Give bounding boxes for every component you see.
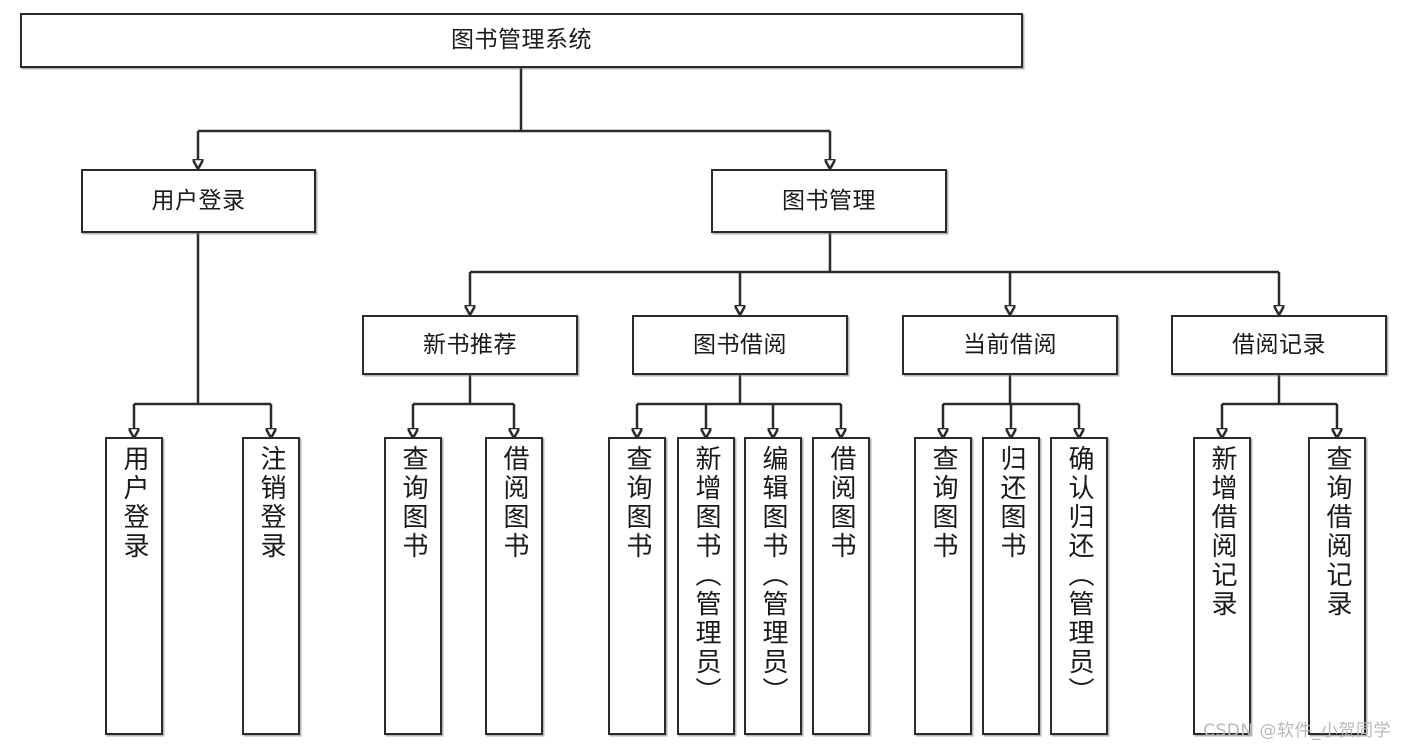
- leaf-new-book-recommend-1[interactable]: 借阅图书: [485, 437, 543, 735]
- node-root-book-management-system[interactable]: 图书管理系统: [20, 13, 1023, 68]
- node-borrow-record[interactable]: 借阅记录: [1171, 315, 1387, 375]
- node-label: 借阅图书: [826, 445, 856, 561]
- leaf-user-login-1[interactable]: 注销登录: [242, 437, 300, 735]
- node-label: 借阅记录: [1232, 331, 1326, 358]
- node-label: 借阅图书: [499, 445, 529, 561]
- node-current-borrow[interactable]: 当前借阅: [902, 315, 1118, 375]
- node-label: 当前借阅: [963, 331, 1057, 358]
- node-label: 查询图书: [398, 445, 428, 561]
- leaf-book-borrow-1[interactable]: 新增图书（管理员）: [677, 437, 735, 735]
- node-label: 注销登录: [256, 445, 286, 561]
- leaf-book-borrow-3[interactable]: 借阅图书: [812, 437, 870, 735]
- node-label: 查询图书: [622, 445, 652, 561]
- node-label: 确认归还（管理员）: [1064, 445, 1094, 706]
- node-label: 新增借阅记录: [1207, 445, 1237, 619]
- node-label: 图书借阅: [693, 331, 787, 358]
- leaf-user-login-0[interactable]: 用户登录: [105, 437, 163, 735]
- node-new-book-recommend[interactable]: 新书推荐: [362, 315, 578, 375]
- leaf-current-borrow-1[interactable]: 归还图书: [982, 437, 1040, 735]
- node-label: 归还图书: [996, 445, 1026, 561]
- leaf-borrow-record-0[interactable]: 新增借阅记录: [1193, 437, 1251, 735]
- leaf-borrow-record-1[interactable]: 查询借阅记录: [1308, 437, 1366, 735]
- leaf-current-borrow-0[interactable]: 查询图书: [914, 437, 972, 735]
- leaf-new-book-recommend-0[interactable]: 查询图书: [384, 437, 442, 735]
- node-label: 新增图书（管理员）: [691, 445, 721, 706]
- node-label: 用户登录: [151, 187, 246, 214]
- node-label: 图书管理系统: [451, 27, 592, 53]
- node-label: 编辑图书（管理员）: [758, 445, 788, 706]
- node-label: 图书管理: [782, 187, 876, 214]
- node-label: 新书推荐: [423, 331, 517, 358]
- node-user-login[interactable]: 用户登录: [81, 169, 316, 233]
- leaf-book-borrow-0[interactable]: 查询图书: [608, 437, 666, 735]
- leaf-current-borrow-2[interactable]: 确认归还（管理员）: [1050, 437, 1108, 735]
- node-book-borrow[interactable]: 图书借阅: [632, 315, 848, 375]
- node-label: 用户登录: [119, 445, 149, 561]
- leaf-book-borrow-2[interactable]: 编辑图书（管理员）: [744, 437, 802, 735]
- node-label: 查询借阅记录: [1322, 445, 1352, 619]
- watermark: CSDN @软件_小贺同学: [1203, 721, 1391, 741]
- node-label: 查询图书: [928, 445, 958, 561]
- node-book-management[interactable]: 图书管理: [711, 169, 947, 233]
